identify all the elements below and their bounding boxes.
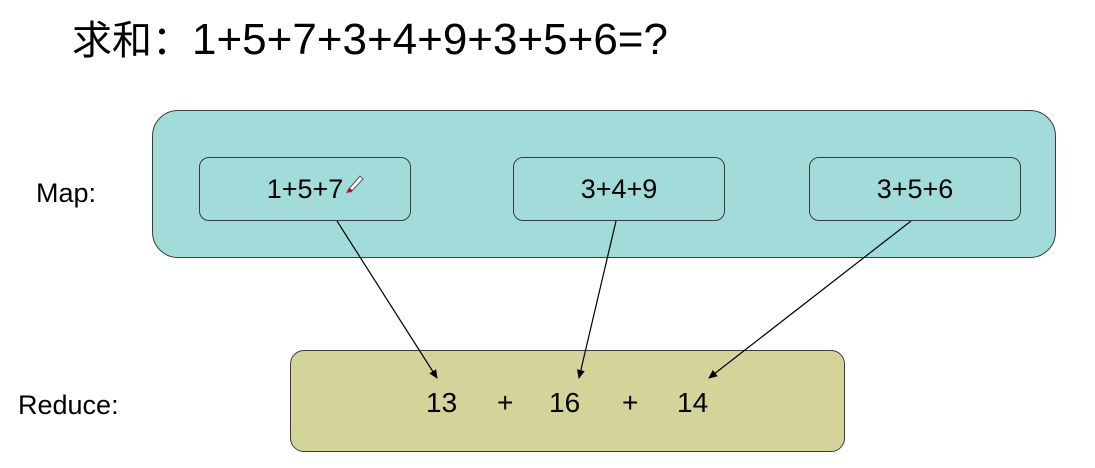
- map-chunk-2: 3+4+9: [513, 157, 725, 221]
- page-title: 求和：1+5+7+3+4+9+3+5+6=?: [72, 12, 668, 69]
- map-chunk-1: 1+5+7: [199, 157, 411, 221]
- reduce-plus-operator-2: +: [622, 387, 639, 418]
- reduce-value-2: 16: [549, 387, 581, 418]
- reduce-value-3: 14: [677, 387, 709, 418]
- map-chunk-3: 3+5+6: [809, 157, 1021, 221]
- title-expression: 1+5+7+3+4+9+3+5+6=?: [192, 15, 668, 64]
- reduce-value-1: 13: [426, 387, 458, 418]
- map-label: Map:: [36, 178, 97, 208]
- reduce-plus-operator-1: +: [497, 387, 514, 418]
- reduce-label: Reduce:: [18, 390, 119, 420]
- title-prefix: 求和：: [72, 18, 192, 64]
- pen-cursor-icon: [346, 175, 364, 193]
